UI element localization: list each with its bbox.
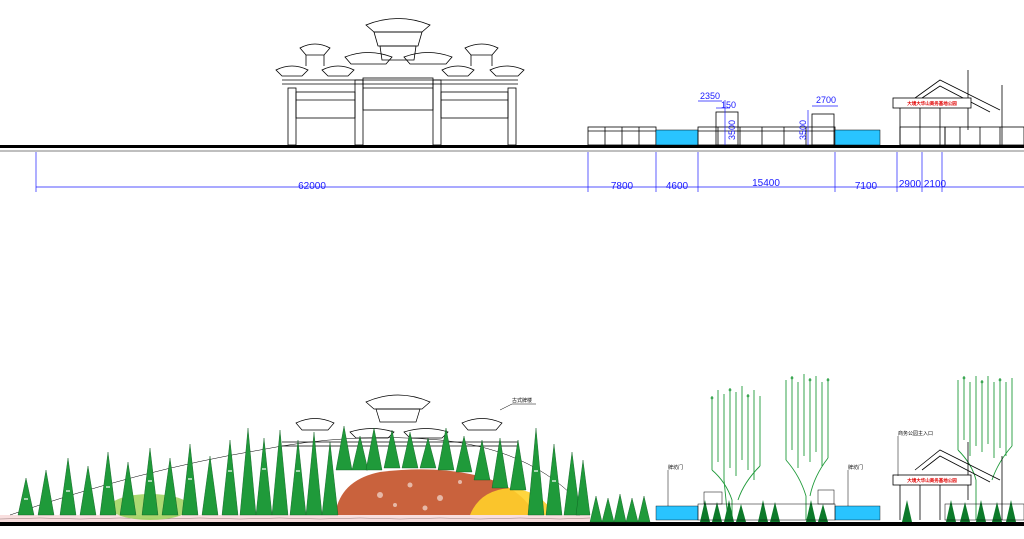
dimension-4600: 4600 [666,181,689,192]
railing-upper-1 [587,126,657,146]
upper-ground-line [0,145,1024,148]
railing-lower-2 [944,503,1024,521]
lower-elevation: 大境大华山商务基地公园 古式牌楼 牌坊门 牌坊门 商务公园主入口 [0,374,1024,526]
dimension-7100: 7100 [855,181,878,192]
horizontal-dimension-labels: 62000 7800 4600 15400 7100 2900 2100 [298,178,946,192]
dimension-2100: 2100 [924,179,947,190]
dimension-2900: 2900 [899,179,922,190]
gate-label-right: 牌坊门 [848,464,863,471]
upper-elevation: 大境大华山商务基地公园 [0,18,1024,192]
water-lower-2 [834,505,881,521]
dimension-3500-left: 3500 [727,120,737,140]
dimension-15400: 15400 [752,178,780,189]
dimension-7800: 7800 [611,181,634,192]
sign-board-lower [892,474,972,486]
gate-label-left: 牌坊门 [668,464,683,471]
tall-trees-right [785,374,829,520]
base-shrubs [700,500,1016,522]
dimension-150: 150 [721,100,736,110]
railing-lower-1 [697,503,836,521]
dimension-2350: 2350 [700,91,720,101]
archway-upper [275,18,525,146]
water-upper-1 [655,129,699,146]
tall-trees-far-right [957,376,1013,520]
sign-board-upper [892,97,972,109]
dimension-62000: 62000 [298,181,326,192]
entrance-label: 商务公园主入口 [898,430,933,437]
mound-outline [9,437,591,516]
sign-text-upper: 大境大华山商务基地公园 [907,100,957,107]
dimension-2700: 2700 [816,95,836,105]
dimension-3500-right: 3500 [798,120,808,140]
lower-ground-line [0,522,1024,526]
entrance-gate-upper [899,70,1024,146]
sign-text-lower: 大境大华山商务基地公园 [907,477,957,484]
water-lower-1 [655,505,699,521]
archway-lower [282,394,518,447]
water-upper-2 [834,129,881,146]
tall-trees-left [711,386,761,521]
pavilion-label: 古式牌楼 [512,397,532,404]
railing-upper-2 [697,111,836,146]
conifer-forest [17,425,651,523]
